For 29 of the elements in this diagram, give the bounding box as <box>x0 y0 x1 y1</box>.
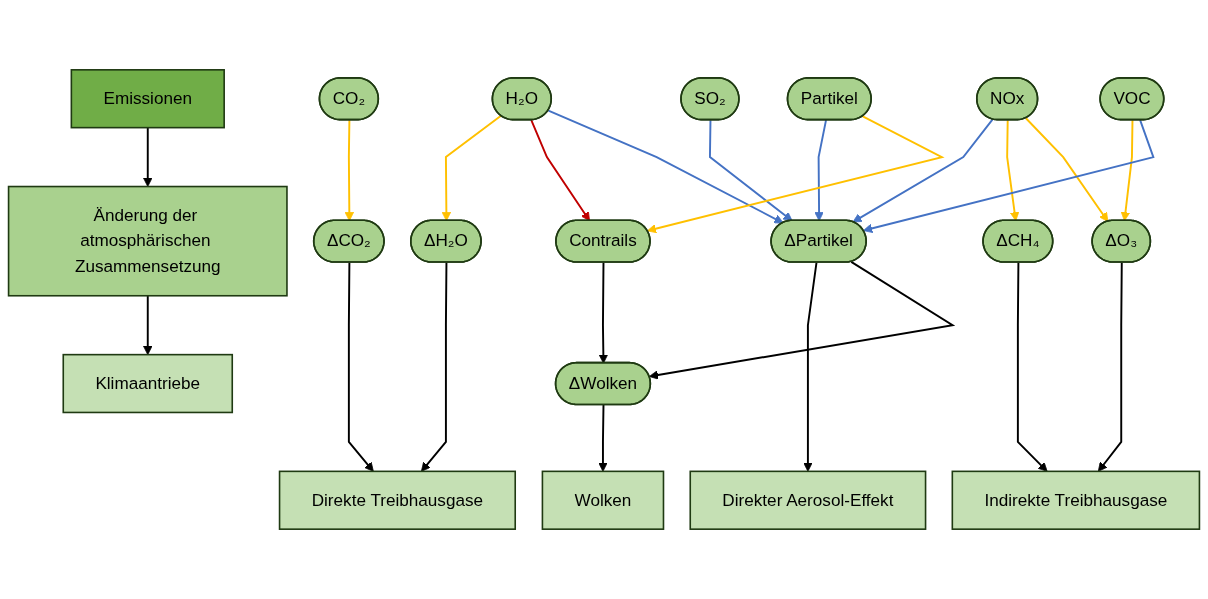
arrow <box>803 261 818 472</box>
arrow <box>814 119 827 222</box>
arrow <box>1120 119 1134 222</box>
node-box: Emissionen <box>70 69 225 129</box>
arrow <box>647 115 945 234</box>
node-box: Wolken <box>541 470 665 530</box>
node-box: Direkter Aerosol-Effekt <box>689 470 927 530</box>
arrow <box>547 109 784 224</box>
arrow <box>530 119 590 222</box>
node-box: Direkte Treibhausgase <box>278 470 517 530</box>
arrow <box>347 261 374 472</box>
arrow <box>1006 119 1020 222</box>
arrow <box>708 119 793 222</box>
arrow <box>344 119 355 222</box>
node-box: Klimaantriebe <box>62 353 234 414</box>
node-box: Indirekte Treibhausgase <box>951 470 1201 530</box>
arrow <box>1097 261 1123 472</box>
arrow <box>598 404 608 472</box>
arrow <box>143 294 153 356</box>
arrow <box>143 126 153 187</box>
arrow <box>863 119 1155 234</box>
arrow <box>441 114 502 222</box>
arrow <box>1016 261 1048 472</box>
arrow <box>598 261 609 364</box>
arrow <box>1024 117 1109 222</box>
arrow <box>421 261 448 472</box>
node-box: Änderung der atmosphärischen Zusammensetzung <box>7 185 288 297</box>
arrow <box>648 260 956 380</box>
arrow <box>852 118 994 223</box>
